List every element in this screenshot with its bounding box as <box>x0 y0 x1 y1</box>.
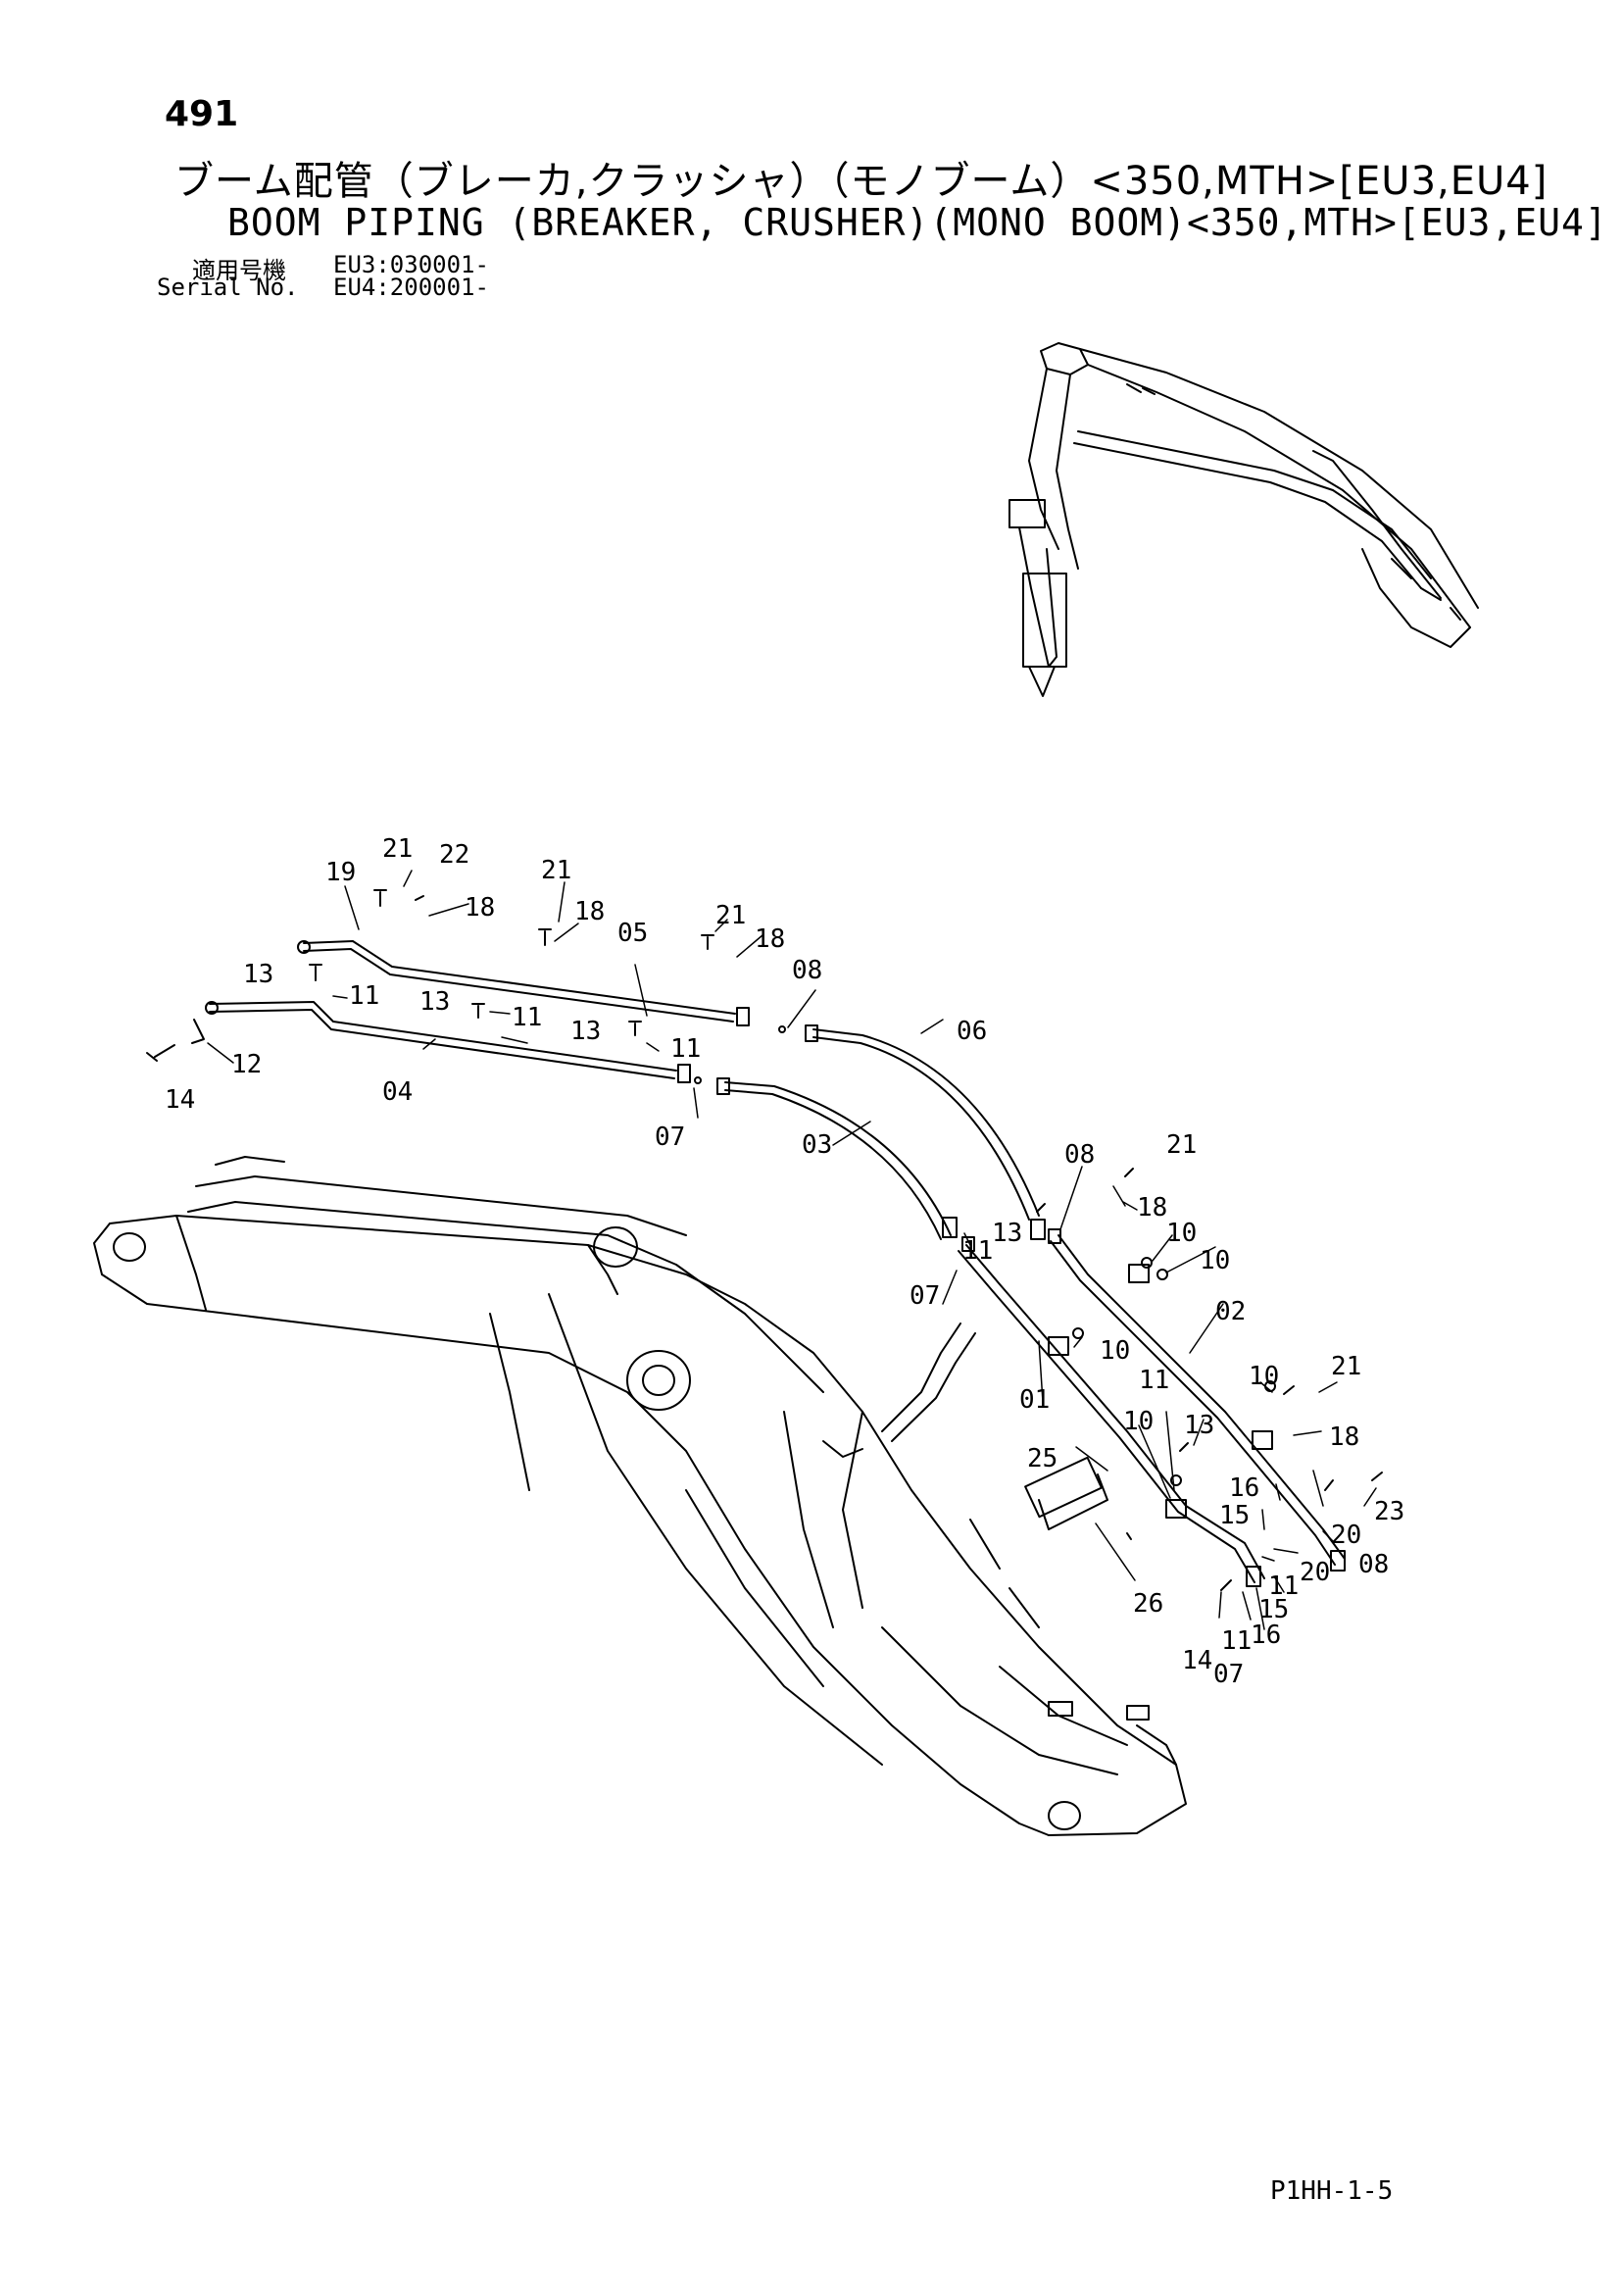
callout-20a: 20 <box>1331 1521 1361 1550</box>
callout-10d: 10 <box>1249 1362 1279 1391</box>
callout-07c: 07 <box>1213 1660 1244 1689</box>
callout-11d: 11 <box>962 1236 993 1266</box>
callout-10c: 10 <box>1100 1336 1130 1366</box>
callout-13d: 13 <box>992 1219 1022 1248</box>
callout-13a: 13 <box>243 960 273 989</box>
bolts-clamps <box>146 889 1383 1591</box>
pipe-02 <box>1050 1234 1346 1566</box>
callout-12: 12 <box>231 1050 262 1079</box>
callout-19: 19 <box>325 858 356 887</box>
callout-21b: 21 <box>541 856 571 885</box>
callout-08b: 08 <box>1064 1140 1095 1170</box>
callout-21e: 21 <box>1331 1352 1361 1381</box>
callout-03: 03 <box>802 1130 832 1160</box>
callout-21c: 21 <box>715 901 746 930</box>
callout-06: 06 <box>957 1017 987 1046</box>
pipe-05 <box>303 940 736 1023</box>
page-number: 491 <box>165 94 239 134</box>
callout-08a: 08 <box>792 956 822 985</box>
callout-25: 25 <box>1027 1444 1057 1473</box>
hose-03 <box>724 1081 952 1240</box>
callout-14a: 14 <box>165 1085 195 1115</box>
callouts: 01 02 03 04 05 06 07 07 07 08 08 08 10 1… <box>165 834 1404 1689</box>
callout-11e: 11 <box>1139 1366 1169 1395</box>
callout-13b: 13 <box>419 987 450 1017</box>
callout-04: 04 <box>382 1077 413 1107</box>
pipe-01 <box>958 1244 1265 1583</box>
callout-11f: 11 <box>1268 1572 1299 1601</box>
callout-16b: 16 <box>1251 1621 1281 1650</box>
boom-structure <box>93 1156 1187 1836</box>
callout-13c: 13 <box>570 1017 601 1046</box>
callout-15b: 15 <box>1258 1595 1289 1624</box>
callout-10a: 10 <box>1166 1219 1197 1248</box>
serial-eu4: EU4:200001- <box>333 274 489 301</box>
callout-13e: 13 <box>1184 1411 1214 1440</box>
callout-18e: 18 <box>1329 1423 1359 1452</box>
leader-lines <box>207 870 1377 1630</box>
page-code: P1HH-1-5 <box>1270 2176 1394 2206</box>
serial-label-english: Serial No. <box>157 274 299 301</box>
callout-10b: 10 <box>1200 1246 1230 1275</box>
serial-eu3: EU3:030001- <box>333 251 489 278</box>
callout-11g: 11 <box>1221 1626 1252 1656</box>
callout-07a: 07 <box>655 1123 685 1152</box>
callout-18a: 18 <box>465 893 495 923</box>
callout-18c: 18 <box>755 924 785 954</box>
callout-02: 02 <box>1215 1297 1246 1326</box>
callout-18b: 18 <box>574 897 605 926</box>
serial-label-japanese: 適用号機 <box>192 257 286 284</box>
fittings <box>205 940 1346 1587</box>
machine-overview-illustration <box>1008 342 1479 697</box>
callout-15a: 15 <box>1219 1501 1250 1530</box>
callout-08c: 08 <box>1358 1550 1389 1579</box>
callout-16a: 16 <box>1229 1473 1259 1503</box>
callout-20b: 20 <box>1300 1558 1330 1587</box>
callout-01: 01 <box>1019 1385 1050 1415</box>
callout-10e: 10 <box>1123 1407 1154 1436</box>
title-japanese: ブーム配管（ブレーカ,クラッシャ）（モノブーム）<350,MTH>[EU3,EU… <box>174 159 1549 204</box>
callout-11b: 11 <box>512 1003 542 1032</box>
callout-11c: 11 <box>670 1034 701 1064</box>
callout-22: 22 <box>439 840 469 870</box>
callout-21a: 21 <box>382 834 413 864</box>
callout-26: 26 <box>1133 1589 1163 1619</box>
hose-06 <box>812 1028 1040 1221</box>
callout-18d: 18 <box>1137 1193 1167 1223</box>
callout-05: 05 <box>617 919 648 948</box>
callout-14b: 14 <box>1182 1646 1212 1675</box>
callout-21d: 21 <box>1166 1130 1197 1160</box>
callout-23: 23 <box>1374 1497 1404 1526</box>
callout-07b: 07 <box>910 1281 940 1311</box>
pipe-04 <box>209 1001 677 1079</box>
title-english: BOOM PIPING (BREAKER, CRUSHER)(MONO BOOM… <box>227 201 1608 244</box>
callout-11a: 11 <box>349 981 379 1011</box>
